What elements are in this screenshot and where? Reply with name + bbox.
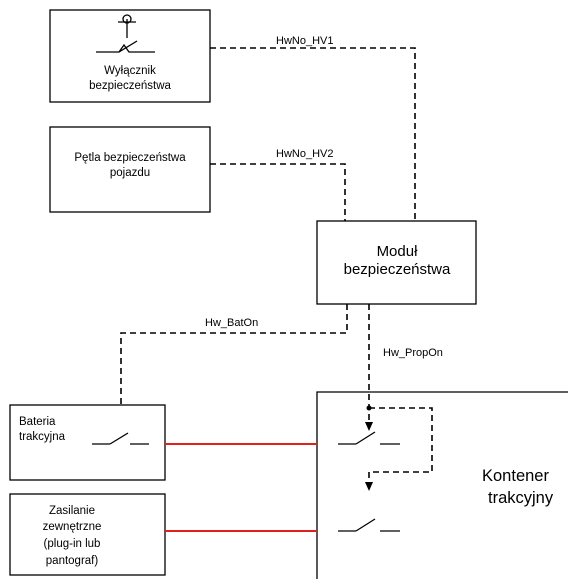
vehicle-safety-loop-box — [49, 126, 211, 213]
signal-hwno-hv1-label: HwNo_HV1 — [276, 35, 333, 47]
vehicle-safety-loop-label-2: pojazdu — [110, 167, 150, 179]
traction-battery-block: Bateria trakcyjna — [9, 404, 166, 481]
external-supply-label-2: zewnętrzne — [43, 521, 102, 533]
battery-switch-icon — [92, 432, 149, 445]
safety-module-block: Moduł bezpieczeństwa — [316, 220, 477, 305]
emergency-switch-icon — [96, 14, 155, 53]
signal-hwno-hv2: HwNo_HV2 — [210, 148, 346, 221]
traction-battery-label-2: trakcyjna — [19, 431, 66, 443]
signal-hw-propon: Hw_PropOn — [365, 304, 443, 491]
propon-arrow-2-icon — [365, 482, 373, 491]
traction-battery-box — [9, 404, 166, 481]
safety-module-label-2: bezpieczeństwa — [344, 261, 451, 278]
safety-switch-label-2: bezpieczeństwa — [89, 80, 171, 92]
container-switch-2-icon — [338, 518, 400, 532]
traction-container-block: Kontener trakcyjny — [316, 391, 568, 579]
signal-hwno-hv2-label: HwNo_HV2 — [276, 148, 333, 160]
safety-switch-label-1: Wyłącznik — [104, 65, 156, 77]
external-supply-block: Zasilanie zewnętrzne (plug-in lub pantog… — [9, 493, 166, 576]
vehicle-safety-loop-block: Pętla bezpieczeństwa pojazdu — [49, 126, 211, 213]
traction-container-label-2: trakcyjny — [488, 489, 554, 507]
signal-hwno-hv1: HwNo_HV1 — [210, 35, 416, 221]
traction-battery-label-1: Bateria — [19, 416, 56, 428]
traction-container-box — [316, 391, 568, 579]
external-supply-box — [9, 493, 166, 576]
signal-hw-propon-label: Hw_PropOn — [383, 347, 443, 359]
traction-container-label-1: Kontener — [482, 467, 549, 485]
signal-hw-baton-label: Hw_BatOn — [205, 317, 258, 329]
external-supply-label-3: (plug-in lub — [44, 538, 101, 550]
container-switch-1-icon — [338, 431, 400, 445]
safety-module-label-1: Moduł — [377, 243, 419, 260]
vehicle-safety-loop-label-1: Pętla bezpieczeństwa — [74, 152, 186, 164]
propon-arrow-icon — [365, 422, 373, 431]
safety-switch-block: Wyłącznik bezpieczeństwa — [49, 9, 211, 103]
safety-module-box — [316, 220, 477, 305]
external-supply-label-1: Zasilanie — [49, 505, 95, 517]
safety-switch-box — [49, 9, 211, 103]
external-supply-label-4: pantograf) — [46, 555, 99, 567]
